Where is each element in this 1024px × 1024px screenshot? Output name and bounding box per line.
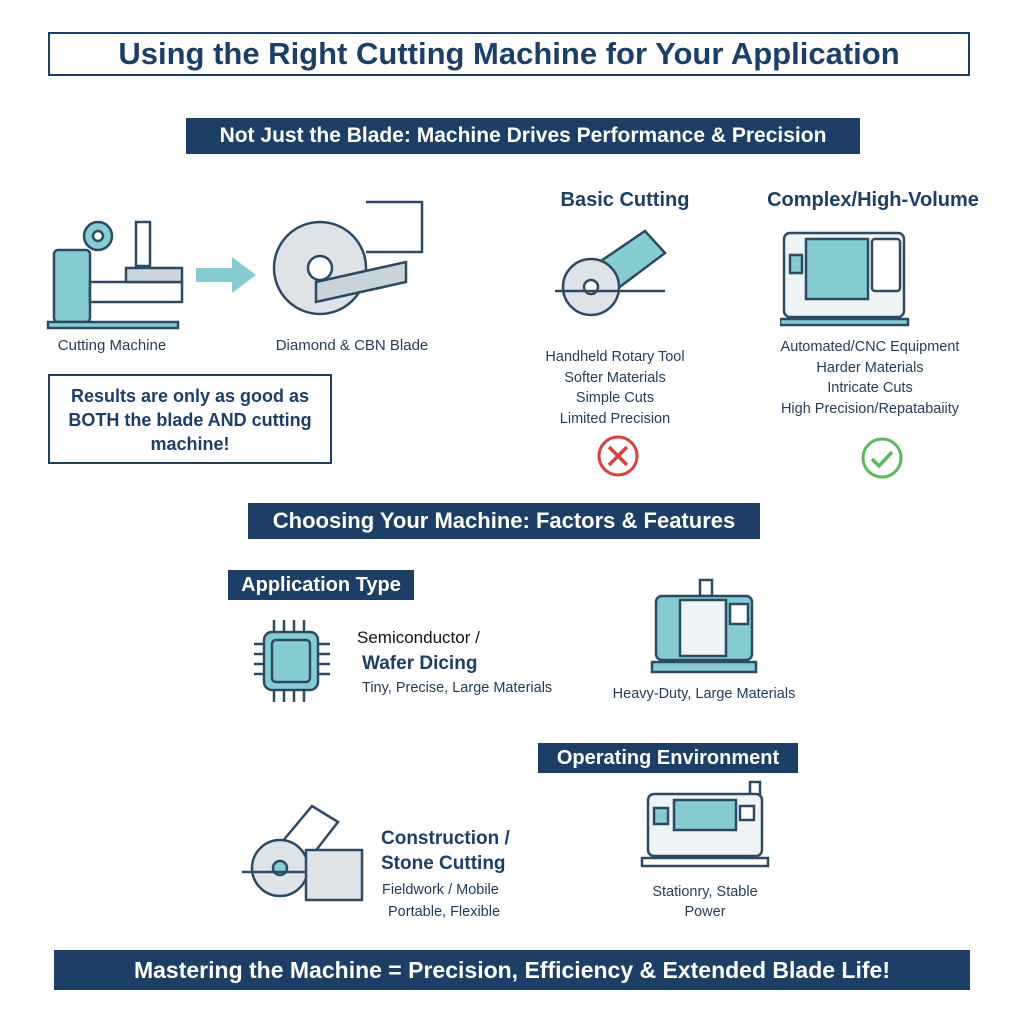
list-item: Intricate Cuts <box>827 380 913 396</box>
stationary-desc-1: Stationry, Stable <box>652 884 758 900</box>
blade-label: Diamond & CBN Blade <box>275 337 429 354</box>
list-item: Softer Materials <box>564 369 666 386</box>
section-heading-machine-drives: Not Just the Blade: Machine Drives Perfo… <box>186 118 860 154</box>
arrow-right-icon <box>196 257 256 293</box>
heavy-duty-desc: Heavy-Duty, Large Materials <box>612 686 796 702</box>
list-item: Limited Precision <box>559 410 671 427</box>
complex-list: Automated/CNC Equipment Harder Materials… <box>750 337 990 419</box>
handheld-rotary-tool-icon <box>555 229 667 317</box>
list-item: Simple Cuts <box>575 390 655 406</box>
check-circle-icon <box>861 437 903 479</box>
stationary-desc-2: Power <box>684 904 726 920</box>
semiconductor-title: Semiconductor / <box>357 628 480 647</box>
semiconductor-desc: Tiny, Precise, Large Materials <box>362 680 553 696</box>
callout-box: Results are only as good as BOTH the bla… <box>48 374 332 464</box>
wafer-dicing-title: Wafer Dicing <box>362 653 478 674</box>
stone-cutting-title: Stone Cutting <box>381 853 506 874</box>
basic-cutting-heading: Basic Cutting <box>560 189 690 211</box>
stone-saw-icon <box>242 804 364 902</box>
list-item: Automated/CNC Equipment <box>780 339 960 355</box>
construction-title: Construction / <box>381 828 510 849</box>
construction-desc-2: Portable, Flexible <box>388 904 501 920</box>
x-circle-icon <box>597 435 639 477</box>
chip-icon <box>254 620 330 702</box>
list-item: Harder Materials <box>816 359 924 376</box>
footer-banner: Mastering the Machine = Precision, Effic… <box>54 950 970 990</box>
diamond-blade-saw-icon <box>272 200 424 316</box>
cutting-machine-icon <box>46 220 184 330</box>
section-heading-choosing: Choosing Your Machine: Factors & Feature… <box>248 503 760 539</box>
cutting-machine-label: Cutting Machine <box>57 337 167 354</box>
heavy-duty-machine-icon <box>650 578 758 674</box>
basic-cutting-list: Handheld Rotary Tool Softer Materials Si… <box>520 347 710 429</box>
complex-heading: Complex/High-Volume <box>767 189 979 211</box>
list-item: High Precision/Repatabaiity <box>780 400 960 417</box>
stationary-machine-icon <box>640 780 770 868</box>
application-type-heading: Application Type <box>228 570 414 600</box>
page-title: Using the Right Cutting Machine for Your… <box>48 32 970 76</box>
cnc-machine-icon <box>780 231 910 327</box>
construction-desc-1: Fieldwork / Mobile <box>382 882 499 898</box>
operating-environment-heading: Operating Environment <box>538 743 798 773</box>
list-item: Handheld Rotary Tool <box>545 349 685 365</box>
